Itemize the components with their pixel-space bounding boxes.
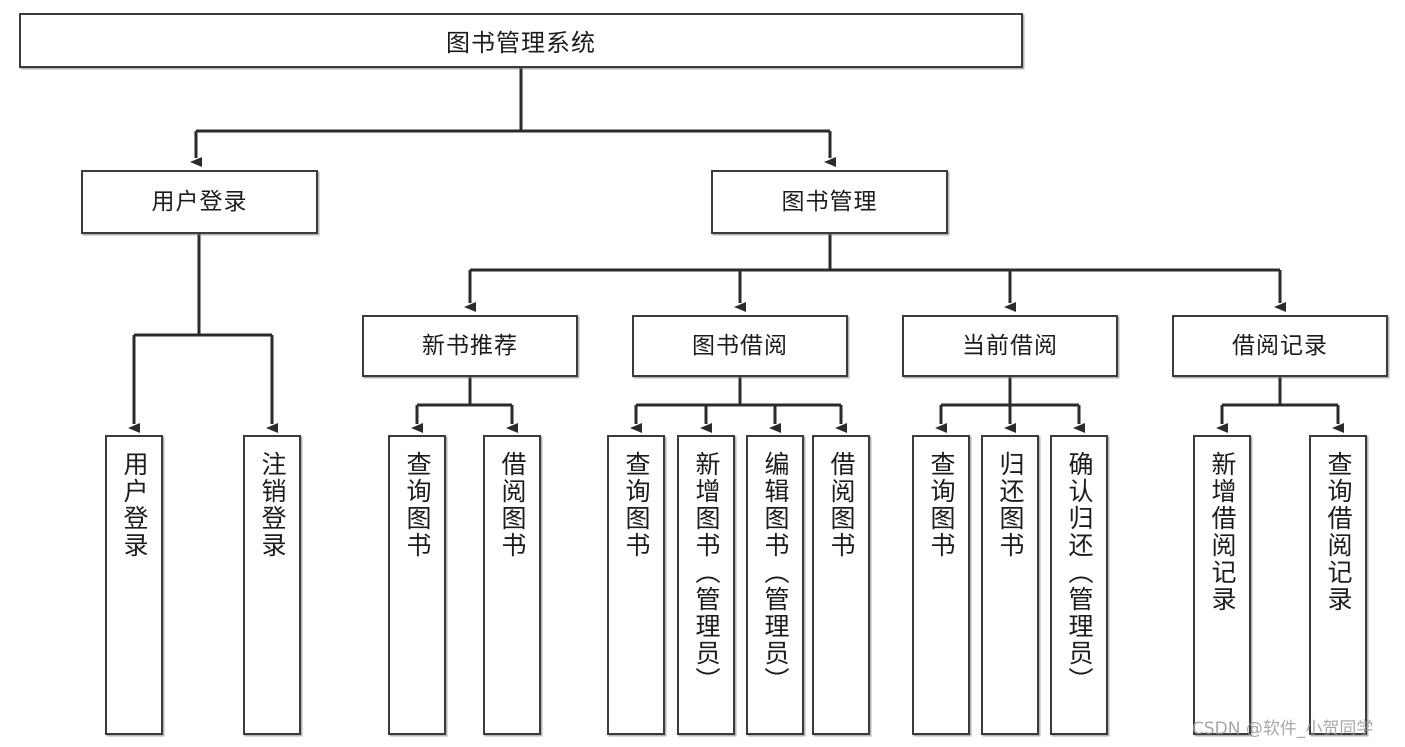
node-book-borrow[interactable]: 图书借阅 [632,315,848,377]
node-current-borrow[interactable]: 当前借阅 [902,315,1118,377]
leaf-borrow-query-book[interactable]: 查询图书 [607,435,665,735]
leaf-records-query-record[interactable]: 查询借阅记录 [1309,435,1367,735]
node-label: 借阅图书 [827,451,855,559]
node-book-management-system[interactable]: 图书管理系统 [19,13,1023,68]
node-label: 借阅图书 [498,451,526,559]
node-label: 查询图书 [403,451,431,559]
node-new-book-recommend[interactable]: 新书推荐 [362,315,578,377]
node-label: 新增借阅记录 [1208,451,1236,613]
leaf-user-login-logout[interactable]: 注销登录 [243,435,301,735]
leaf-borrow-add-book-admin[interactable]: 新增图书（管理员） [677,435,735,735]
node-borrow-records[interactable]: 借阅记录 [1172,315,1388,377]
node-label: 用户登录 [151,188,248,215]
node-label: 注销登录 [258,451,286,559]
leaf-current-query-book[interactable]: 查询图书 [912,435,970,735]
leaf-borrow-edit-book-admin[interactable]: 编辑图书（管理员） [746,435,804,735]
leaf-records-add-record[interactable]: 新增借阅记录 [1193,435,1251,735]
leaf-current-confirm-return-admin[interactable]: 确认归还（管理员） [1050,435,1108,735]
leaf-borrow-borrow-book[interactable]: 借阅图书 [812,435,870,735]
node-label: 查询图书 [927,451,955,559]
node-label: 新增图书（管理员） [692,451,720,694]
node-label: 图书管理 [781,188,878,215]
node-label: 借阅记录 [1232,332,1328,359]
node-label: 确认归还（管理员） [1065,451,1093,694]
node-label: 新书推荐 [422,332,518,359]
node-label: 归还图书 [996,451,1024,559]
node-label: 图书管理系统 [446,30,596,57]
node-label: 编辑图书（管理员） [761,451,789,694]
leaf-user-login-login[interactable]: 用户登录 [105,435,163,735]
node-user-login[interactable]: 用户登录 [81,170,318,234]
node-label: 当前借阅 [962,332,1058,359]
leaf-recommend-query-book[interactable]: 查询图书 [388,435,446,735]
node-book-management[interactable]: 图书管理 [711,170,948,234]
leaf-current-return-book[interactable]: 归还图书 [981,435,1039,735]
leaf-recommend-borrow-book[interactable]: 借阅图书 [483,435,541,735]
node-label: 查询借阅记录 [1324,451,1352,613]
node-label: 图书借阅 [692,332,788,359]
node-label: 查询图书 [622,451,650,559]
node-label: 用户登录 [120,451,148,559]
